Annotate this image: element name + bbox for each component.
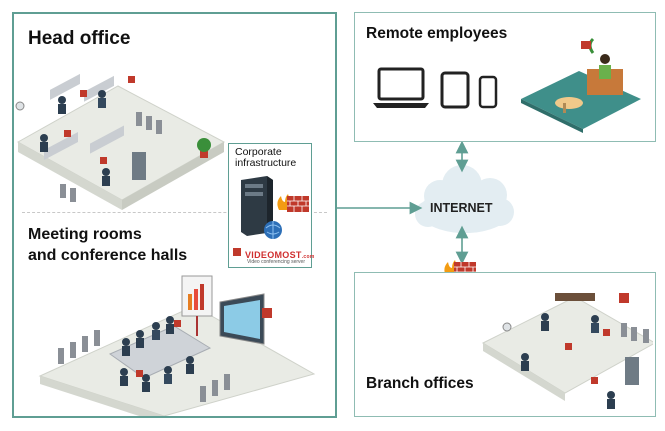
infrastructure-title: Corporate infrastructure [235, 147, 296, 169]
internet-label: INTERNET [430, 201, 493, 215]
infrastructure-title-line2: infrastructure [235, 157, 297, 169]
meeting-rooms-title: Meeting rooms and conference halls [28, 224, 187, 266]
videomost-logo-suffix: .com [301, 254, 315, 260]
home-worker-illustration [521, 37, 641, 133]
remote-devices-illustration [373, 37, 641, 133]
meeting-rooms-title-line1: Meeting rooms [28, 226, 142, 243]
head-office-floor-illustration [15, 73, 226, 210]
videomost-logo-subtitle: Video conferencing server [247, 259, 305, 265]
infrastructure-title-line1: Corporate [235, 146, 282, 158]
head-office-panel: Head office Meeting rooms and conference… [12, 12, 337, 418]
laptop-icon [373, 67, 429, 108]
remote-employees-panel: Remote employees [354, 12, 656, 142]
section-divider [22, 212, 327, 213]
videomost-logo-text: VIDEOMOST [245, 250, 302, 260]
head-office-title: Head office [28, 28, 131, 49]
smartphone-icon [478, 75, 498, 109]
internet-cloud-icon [415, 165, 514, 233]
remote-employees-title: Remote employees [366, 25, 508, 42]
meeting-rooms-title-line2: and conference halls [28, 247, 188, 264]
office-illustrations [15, 73, 316, 416]
branch-offices-title: Branch offices [366, 375, 474, 392]
meeting-room-illustration [38, 275, 316, 416]
server-icon [233, 176, 309, 256]
branch-offices-panel: Branch offices [354, 272, 656, 417]
corporate-infrastructure-box: Corporate infrastructure VIDEOMOST.com V… [228, 143, 315, 268]
tablet-icon [440, 71, 470, 109]
videomost-logo: VIDEOMOST.com [245, 250, 315, 260]
branch-office-illustration [481, 293, 653, 409]
